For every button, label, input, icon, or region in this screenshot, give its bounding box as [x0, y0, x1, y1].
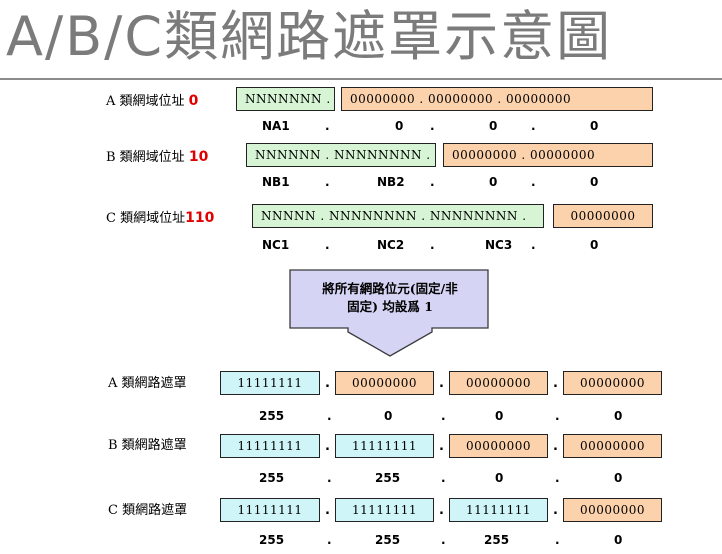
- sub-separator: .: [441, 533, 446, 547]
- network-part-box: NNNNN . NNNNNNNN . NNNNNNNN .: [252, 204, 544, 228]
- mask-octet-box: 00000000: [563, 498, 662, 522]
- octet-separator: .: [439, 439, 444, 454]
- sub-separator: .: [325, 175, 330, 189]
- class-prefix: 0: [188, 93, 199, 109]
- mask-octet-box: 11111111: [335, 498, 434, 522]
- mask-octet-box: 11111111: [335, 434, 434, 458]
- row-label: C 類網路遮罩: [108, 503, 188, 518]
- callout-text: 將所有網路位元(固定/非 固定) 均設爲 1: [322, 281, 458, 314]
- sub-separator: .: [327, 533, 332, 547]
- sub-separator: .: [430, 175, 435, 189]
- mask-octet-box: 00000000: [563, 434, 662, 458]
- sub-label: 0: [590, 119, 599, 133]
- network-part-box: NNNNNNN .: [236, 87, 335, 111]
- class-prefix: 10: [188, 149, 209, 165]
- octet-separator: .: [325, 376, 330, 391]
- row-label: B 類網域位址 10: [106, 149, 209, 165]
- mask-octet-box: 11111111: [220, 434, 320, 458]
- mask-octet-box: 00000000: [335, 371, 434, 395]
- sub-label: NC2: [377, 238, 405, 252]
- octet-separator: .: [553, 503, 558, 518]
- decimal-value: 0: [614, 533, 623, 547]
- sub-separator: .: [531, 238, 536, 252]
- mask-octet-box: 00000000: [563, 371, 662, 395]
- octet-separator: .: [325, 439, 330, 454]
- class-prefix: 110: [185, 210, 215, 226]
- decimal-value: 0: [614, 409, 623, 423]
- sub-label: 0: [590, 238, 599, 252]
- sub-separator: .: [441, 409, 446, 423]
- decimal-value: 255: [375, 533, 401, 547]
- octet-separator: .: [325, 503, 330, 518]
- network-part-box: NNNNNN . NNNNNNNN .: [246, 143, 436, 167]
- mask-octet-box: 11111111: [220, 498, 320, 522]
- octet-separator: .: [439, 376, 444, 391]
- decimal-value: 255: [484, 533, 510, 547]
- decimal-value: 0: [495, 409, 504, 423]
- sub-label: 0: [395, 119, 404, 133]
- row-label: B 類網路遮罩: [108, 438, 187, 453]
- sub-separator: .: [555, 533, 560, 547]
- down-arrow-callout-shape: [289, 269, 489, 357]
- sub-separator: .: [327, 409, 332, 423]
- octet-separator: .: [553, 376, 558, 391]
- sub-separator: .: [531, 119, 536, 133]
- sub-separator: .: [327, 471, 332, 485]
- sub-separator: .: [430, 238, 435, 252]
- sub-separator: .: [325, 119, 330, 133]
- mask-octet-box: 11111111: [220, 371, 320, 395]
- decimal-value: 255: [259, 533, 285, 547]
- page-title: A/B/C類網路遮罩示意圖: [6, 5, 613, 68]
- sub-separator: .: [555, 409, 560, 423]
- sub-label: 0: [489, 175, 498, 189]
- sub-label: NA1: [262, 119, 290, 133]
- sub-separator: .: [430, 119, 435, 133]
- decimal-value: 0: [614, 471, 623, 485]
- mask-octet-box: 00000000: [449, 371, 548, 395]
- sub-label: NC1: [262, 238, 290, 252]
- decimal-value: 255: [259, 409, 285, 423]
- sub-label: NB2: [377, 175, 405, 189]
- row-label: A 類網路遮罩: [108, 376, 187, 391]
- host-part-box: 00000000 . 00000000: [443, 143, 653, 167]
- sub-separator: .: [555, 471, 560, 485]
- octet-separator: .: [553, 439, 558, 454]
- decimal-value: 0: [495, 471, 504, 485]
- decimal-value: 255: [375, 471, 401, 485]
- host-part-box: 00000000: [553, 204, 653, 228]
- mask-octet-box: 11111111: [449, 498, 548, 522]
- host-part-box: 00000000 . 00000000 . 00000000: [341, 87, 653, 111]
- mask-octet-box: 00000000: [449, 434, 548, 458]
- decimal-value: 0: [384, 409, 393, 423]
- sub-label: 0: [590, 175, 599, 189]
- title-divider: [0, 78, 722, 80]
- sub-label: NB1: [262, 175, 290, 189]
- octet-separator: .: [439, 503, 444, 518]
- sub-separator: .: [531, 175, 536, 189]
- row-label: A 類網域位址 0: [106, 93, 199, 109]
- sub-label: 0: [489, 119, 498, 133]
- decimal-value: 255: [259, 471, 285, 485]
- row-label: C 類網域位址110: [106, 210, 215, 226]
- sub-separator: .: [325, 238, 330, 252]
- sub-separator: .: [441, 471, 446, 485]
- sub-label: NC3: [485, 238, 513, 252]
